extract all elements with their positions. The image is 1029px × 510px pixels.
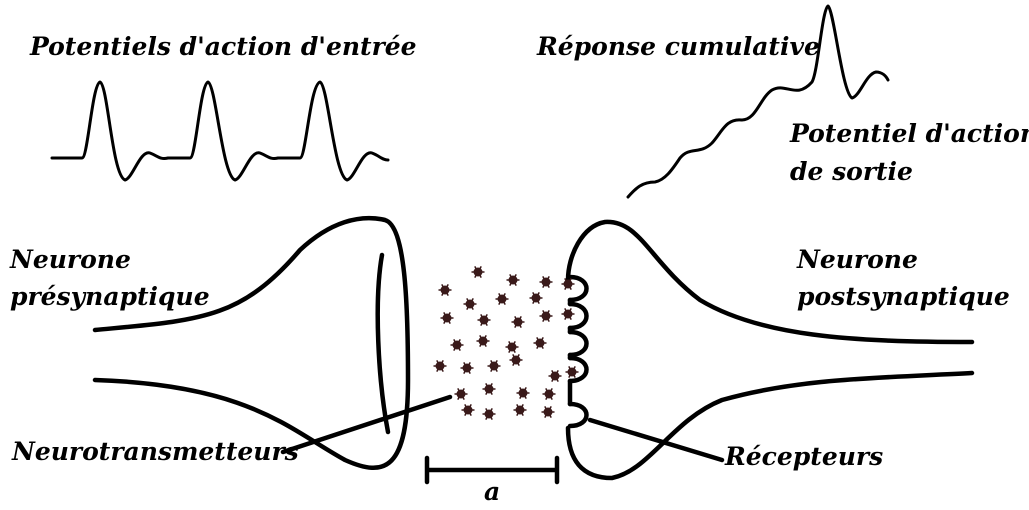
postsynaptic-label-line2: postsynaptique: [797, 282, 1010, 311]
neurotransmitter-cloud: [434, 266, 579, 419]
output-potential-label-line1: Potentiel d'action: [789, 119, 1029, 148]
receptor-3: [570, 332, 587, 355]
presynaptic-neuron-outline: [95, 218, 408, 468]
receptor-2: [570, 304, 587, 328]
cumulative-response-label: Réponse cumulative: [536, 32, 820, 61]
presynaptic-label-line2: présynaptique: [10, 282, 210, 311]
receptor-5: [570, 404, 587, 426]
neurotransmitters-label: Neurotransmetteurs: [11, 437, 299, 466]
input-action-potentials-waveform: [52, 82, 388, 180]
output-potential-label-line2: de sortie: [790, 157, 913, 186]
neurotransmitters-pointer-line: [283, 397, 450, 452]
gap-label: a: [484, 477, 500, 506]
postsynaptic-label-line1: Neurone: [796, 245, 918, 274]
presynaptic-inner-membrane: [378, 255, 388, 432]
receptors-label: Récepteurs: [724, 442, 883, 471]
receptors-pointer-line: [590, 420, 722, 460]
input-potentials-label: Potentiels d'action d'entrée: [29, 32, 417, 61]
presynaptic-label-line1: Neurone: [9, 245, 131, 274]
receptor-1: [570, 277, 587, 300]
